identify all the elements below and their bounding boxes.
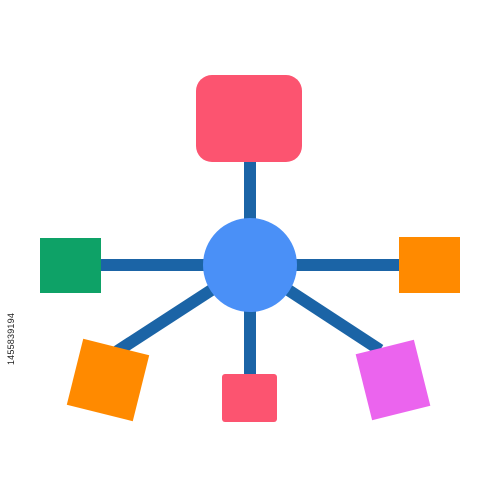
node-top bbox=[196, 75, 302, 162]
stock-id-label: 1455839194 bbox=[6, 312, 16, 366]
node-bottom bbox=[222, 374, 277, 422]
node-right bbox=[399, 237, 460, 293]
node-lower-right bbox=[355, 339, 431, 421]
node-left bbox=[40, 238, 101, 293]
node-lower-left bbox=[66, 338, 150, 422]
watermark-strip bbox=[0, 466, 500, 500]
hub-node bbox=[203, 218, 297, 312]
